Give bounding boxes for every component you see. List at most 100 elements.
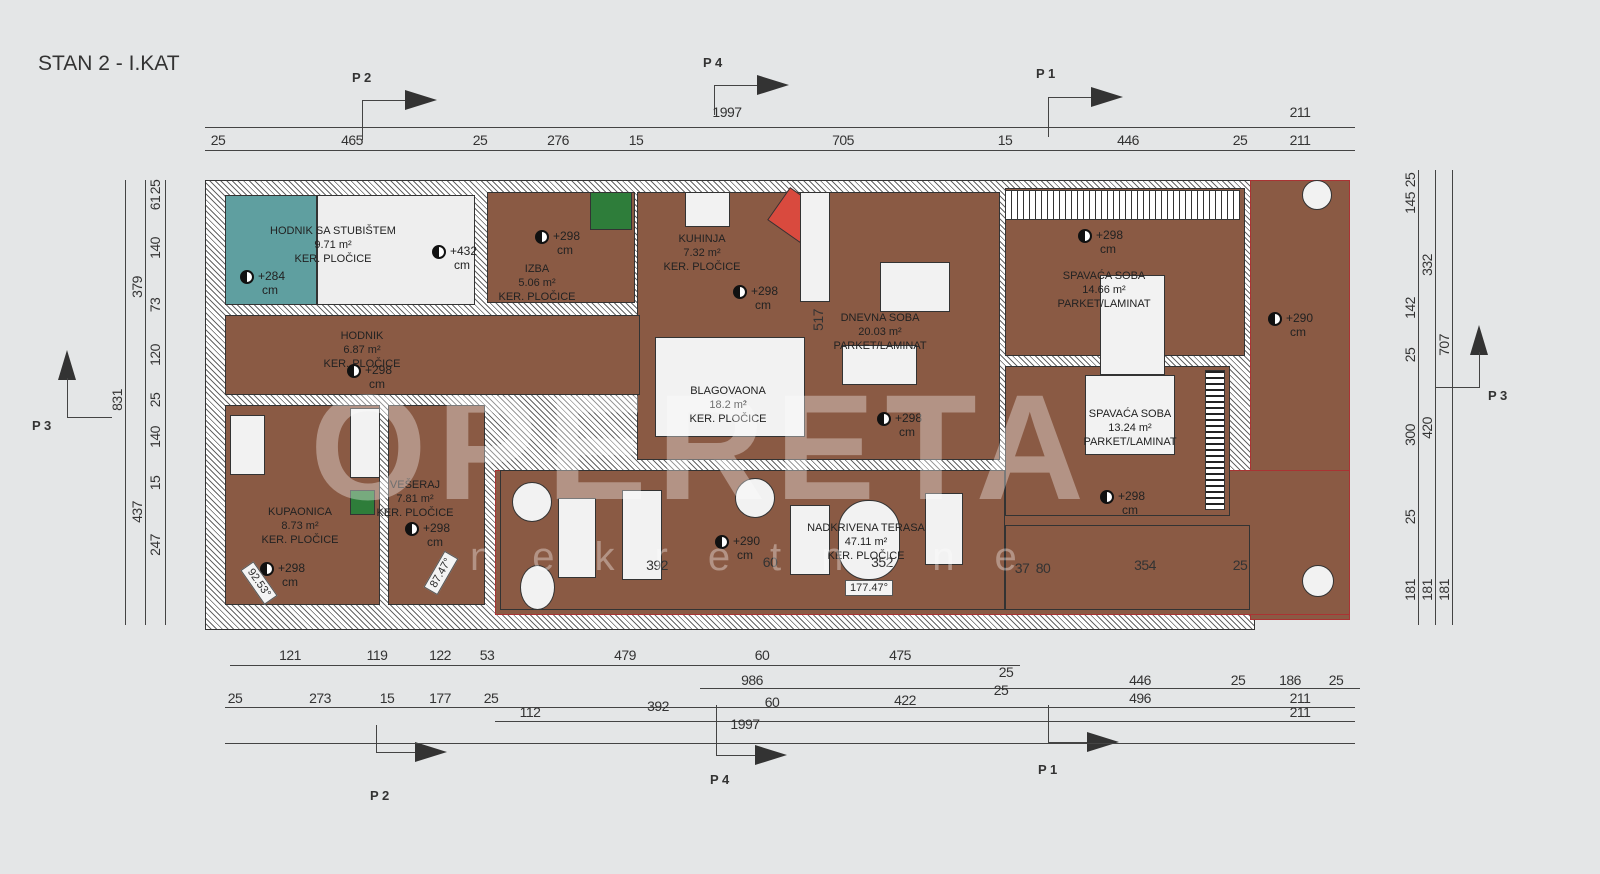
level-value: +290 <box>1286 311 1314 326</box>
dim-label: 60 <box>762 554 778 570</box>
room-floor: KER. PLOČICE <box>261 533 339 546</box>
room-name: VEŠERAJ <box>389 479 441 491</box>
section-p4-top: P 4 <box>703 55 723 70</box>
dim-label: 517 <box>810 309 826 331</box>
section-arrow-icon <box>755 745 787 765</box>
plant-icon <box>1302 565 1334 597</box>
level-value: +298 <box>1118 489 1146 504</box>
dim-label: 25 <box>1230 672 1246 688</box>
dim-label: 422 <box>894 692 916 708</box>
section-arrow-icon <box>405 90 437 110</box>
dim-label: 60 <box>754 647 770 663</box>
room-area: 18.2 m² <box>709 398 747 411</box>
level-unit: cm <box>454 258 470 272</box>
dim-label: 332 <box>1419 254 1435 276</box>
level-marker-icon <box>733 285 747 299</box>
dim-label: 181 <box>1402 579 1418 601</box>
room-hallway <box>225 315 640 395</box>
dim-label: 392 <box>646 557 668 573</box>
dim-label: 122 <box>429 647 451 663</box>
dim-label: 25 <box>1402 172 1418 188</box>
room-storage <box>487 192 635 303</box>
dim-label: 379 <box>129 276 145 298</box>
dim-label: 420 <box>1419 417 1435 439</box>
dim-label: 25 <box>998 664 1014 680</box>
plant-icon <box>1302 180 1332 210</box>
room-floor: KER. PLOČICE <box>663 260 741 273</box>
level-value: +284 <box>258 269 286 284</box>
dim-label: 247 <box>147 534 163 556</box>
bathtub <box>230 415 265 475</box>
section-p1-bottom: P 1 <box>1038 762 1058 777</box>
level-unit: cm <box>282 575 298 589</box>
dim-label: 25 <box>1232 132 1248 148</box>
level-marker-icon <box>715 535 729 549</box>
section-arrow-icon <box>1091 87 1123 107</box>
section-arrow-icon <box>415 742 447 762</box>
room-floor: PARKET/LAMINAT <box>1057 297 1151 310</box>
level-marker-icon <box>260 562 274 576</box>
section-p4-bottom: P 4 <box>710 772 730 787</box>
dim-label: 352 <box>871 554 893 570</box>
dim-label: 25 <box>147 392 163 408</box>
dim-label: 53 <box>479 647 495 663</box>
room-floor: KER. PLOČICE <box>498 290 576 303</box>
room-floor: KER. PLOČICE <box>323 357 401 370</box>
room-area: 7.32 m² <box>683 246 721 259</box>
room-floor: PARKET/LAMINAT <box>1083 435 1177 448</box>
section-p1-top: P 1 <box>1036 66 1056 81</box>
dim-label: 73 <box>147 297 163 313</box>
dim-label: 60 <box>764 694 780 710</box>
dim-label: 15 <box>147 475 163 491</box>
level-value: +298 <box>278 561 306 576</box>
dim-label: 986 <box>741 672 763 688</box>
dim-label: 465 <box>341 132 363 148</box>
dim-label: 705 <box>832 132 854 148</box>
level-marker-icon <box>1100 490 1114 504</box>
room-laundry <box>388 405 485 605</box>
level-marker-icon <box>240 270 254 284</box>
dim-label: 211 <box>1289 704 1311 720</box>
room-floor: KER. PLOČICE <box>376 506 454 519</box>
bed <box>1085 375 1175 455</box>
plant-icon <box>520 565 555 610</box>
dim-label: 37 <box>1014 560 1030 576</box>
dim-label: 25 <box>472 132 488 148</box>
dim-label: 142 <box>1402 297 1418 319</box>
level-unit: cm <box>899 425 915 439</box>
dim-label: 25 <box>483 690 499 706</box>
dim-label: 120 <box>147 344 163 366</box>
room-name: SPAVAĆA SOBA <box>1088 408 1172 420</box>
room-name: KUHINJA <box>678 233 726 245</box>
room-area: 8.73 m² <box>281 519 319 532</box>
dim-label: 496 <box>1129 690 1151 706</box>
room-area: 13.24 m² <box>1108 421 1152 434</box>
dim-label: 479 <box>614 647 636 663</box>
dim-label: 80 <box>1035 560 1051 576</box>
room-name: HODNIK <box>340 330 384 342</box>
dim-label: 354 <box>1134 557 1156 573</box>
dim-label: 181 <box>1436 579 1452 601</box>
level-marker-icon <box>535 230 549 244</box>
dim-label: 25 <box>993 682 1009 698</box>
dim-label: 145 <box>1402 192 1418 214</box>
room-name: KUPAONICA <box>268 506 332 518</box>
room-floor: KER. PLOČICE <box>689 412 767 425</box>
room-area: 6.87 m² <box>343 343 381 356</box>
dim-label: 392 <box>647 698 669 714</box>
level-value: +298 <box>895 411 923 426</box>
stove-icon <box>685 192 730 227</box>
level-marker-icon <box>432 245 446 259</box>
